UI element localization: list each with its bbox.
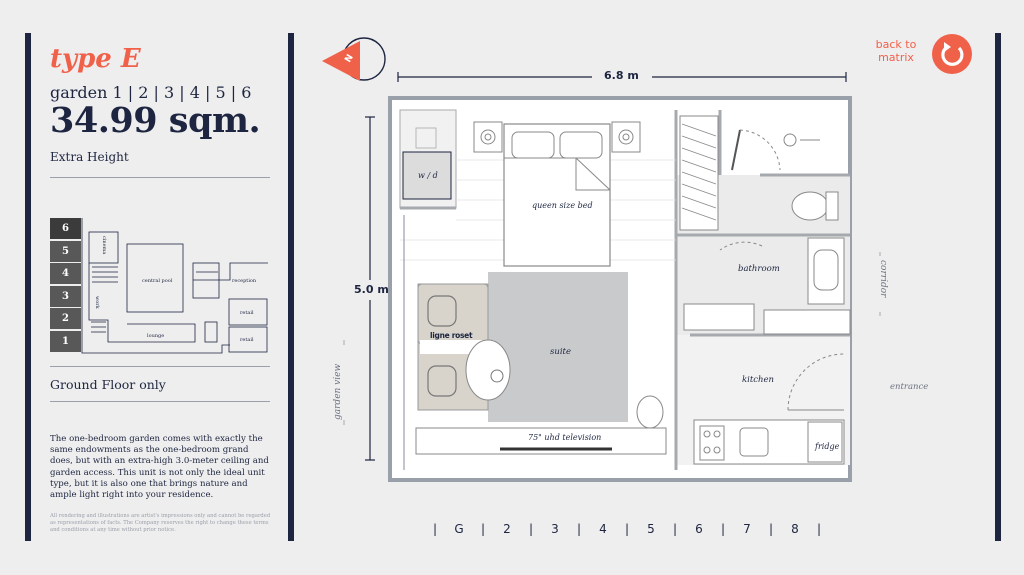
nav-separator: | [672,522,678,536]
wd-label: w / d [418,171,438,180]
floor-link-7[interactable]: 7 [743,522,751,536]
floor-cell-6[interactable]: 6 [50,218,81,240]
floor-link-6[interactable]: 6 [695,522,703,536]
nav-separator: | [576,522,582,536]
height-dimension: 5.0 m [354,283,389,296]
floor-link-3[interactable]: 3 [551,522,559,536]
width-dimension: 6.8 m [604,69,639,82]
back-to-matrix-button[interactable] [932,34,972,74]
floor-cell-3[interactable]: 3 [50,286,81,308]
tv-label: 75" uhd television [528,433,602,442]
floor-cell-2[interactable]: 2 [50,308,81,330]
fridge-label: fridge [815,442,840,451]
nav-separator: | [480,522,486,536]
keyplan-reception-label: reception [232,278,257,284]
keyplan-retail-label: retail [240,310,254,316]
floor-cell-4[interactable]: 4 [50,263,81,285]
nav-separator: | [528,522,534,536]
garden-view-label: garden view [333,363,343,420]
left-divider-bar [288,33,294,541]
unit-feature: Extra Height [50,150,129,164]
entrance-label: entrance [890,382,929,392]
floor-cell-5[interactable]: 5 [50,241,81,263]
unit-description: The one-bedroom garden comes with exactl… [50,434,269,501]
divider [50,366,270,367]
keyplan-retail-label: retail [240,337,254,343]
ground-floor-note: Ground Floor only [50,377,166,392]
refresh-icon [941,42,964,66]
divider [50,401,270,402]
unit-area: 34.99 sqm. [50,100,261,141]
compass-icon: N [322,37,386,81]
keyplan-cinema-label: cinema [101,236,107,254]
back-to-matrix-link[interactable]: back to matrix [875,38,917,64]
floor-cell-1[interactable]: 1 [50,331,81,353]
kitchen-label: kitchen [742,375,775,385]
nav-separator: | [432,522,438,536]
corridor-label: corridor [878,260,888,298]
unit-type-title: type E [50,44,141,74]
nav-separator: | [624,522,630,536]
bathroom-label: bathroom [738,264,780,274]
floor-navigation: | G | 2 | 3 | 4 | 5 | 6 | 7 | 8 | [423,522,831,536]
right-border-bar [995,33,1001,541]
keyplan-work-label: work [94,296,100,310]
left-border-bar [25,33,31,541]
floor-link-5[interactable]: 5 [647,522,655,536]
nav-separator: | [768,522,774,536]
floor-link-4[interactable]: 4 [599,522,607,536]
divider [50,177,270,178]
floor-link-2[interactable]: 2 [503,522,511,536]
garden-floors-line: garden 1 | 2 | 3 | 4 | 5 | 6 [50,83,252,102]
nav-separator: | [816,522,822,536]
nav-separator: | [720,522,726,536]
floor-link-8[interactable]: 8 [791,522,799,536]
sofa-brand-label: ligne roset [430,331,473,340]
keyplan-pool-label: central pool [142,278,173,284]
suite-label: suite [550,347,572,357]
compass-letter: N [343,53,355,65]
disclaimer-text: All rendering and illustrations are arti… [50,513,271,533]
floor-link-g[interactable]: G [454,522,464,536]
bed-label: queen size bed [532,201,593,210]
keyplan-lounge-label: lounge [147,333,164,339]
